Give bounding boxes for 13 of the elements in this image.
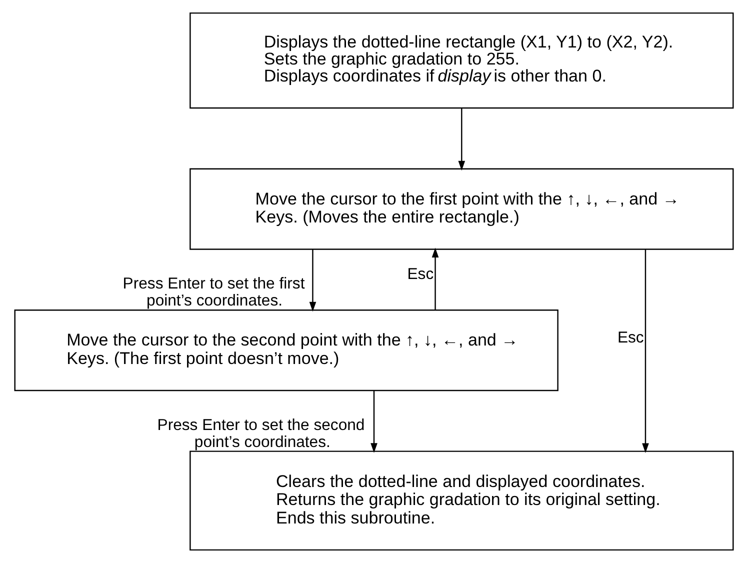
arrow [370, 390, 377, 453]
arrow [642, 250, 648, 454]
arrow [458, 108, 465, 171]
edge-label: Press Enter to set the first point’s coordinates. [122, 276, 304, 310]
arrow [308, 250, 316, 312]
arrow [431, 248, 438, 310]
node-box: Displays the dotted-line rectangle (X1, Y1) to (X2, Y2). Sets the graphic gradation to 255. Displays coordinates if display is other than 0. [189, 12, 734, 109]
edge-label: Press Enter to set the second point’s coordinates. [156, 416, 364, 451]
node-box: Move the cursor to the second point with the ↑, ↓, ←, and → Keys. (The first point doesn’t move.) [14, 310, 558, 392]
edge-label: Esc [616, 329, 644, 346]
node-box: Move the cursor to the first point with the ↑, ↓, ←, and → Keys. (Moves the entire rectangle.) [189, 168, 734, 250]
edge-label: Esc [406, 266, 434, 283]
node-box: Clears the dotted-line and displayed coordinates. Returns the graphic gradation to its original setting. Ends this subroutine. [189, 450, 734, 551]
